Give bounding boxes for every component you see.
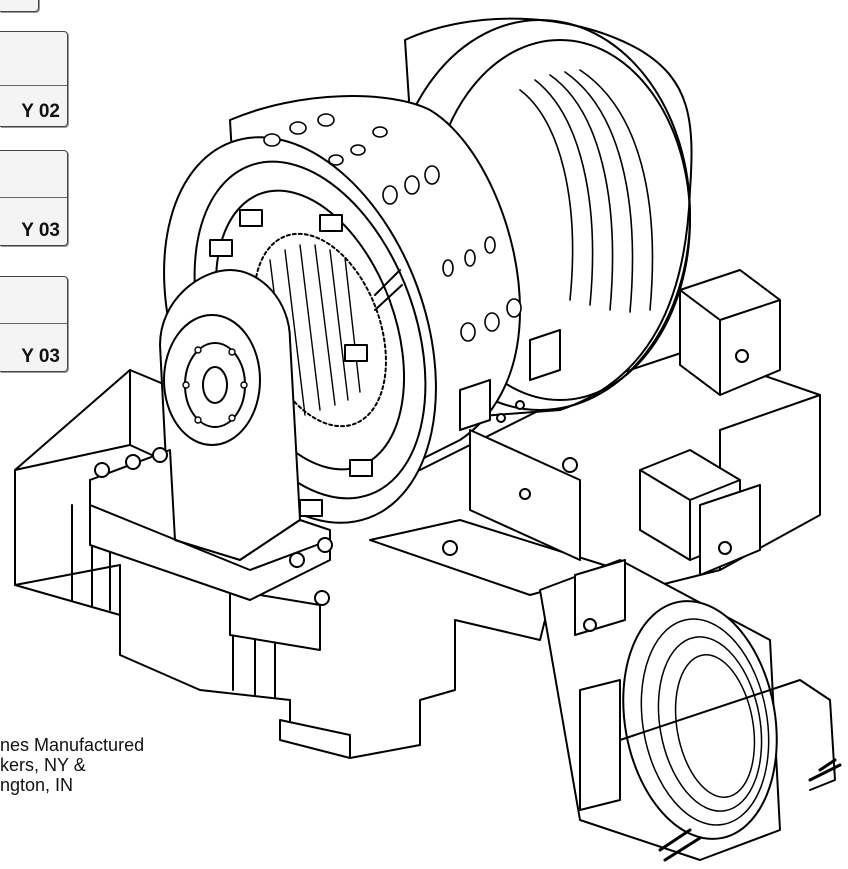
rear-pedestal	[639, 269, 781, 576]
caption-line-1: nes Manufactured	[0, 735, 145, 755]
side-support	[442, 329, 581, 561]
reference-tag-2: Y 03	[0, 150, 68, 246]
secondary-sheave	[539, 559, 842, 862]
tag-divider	[0, 197, 67, 198]
front-bearing-pedestal	[89, 269, 333, 606]
reference-tag-code: Y 03	[21, 220, 60, 241]
caption-line-2: kers, NY &	[0, 755, 86, 775]
housing-bolts	[263, 113, 522, 342]
caption-line-3: ngton, IN	[0, 775, 74, 795]
reference-tag-3: Y 03	[0, 276, 68, 372]
reference-tag-code: Y 03	[21, 346, 60, 367]
manufacturer-caption: nes Manufactured kers, NY & ngton, IN	[0, 735, 144, 795]
tag-divider	[0, 323, 67, 324]
reference-tag-top	[0, 0, 39, 12]
reference-tag-1: Y 02	[0, 31, 68, 127]
reference-tag-code: Y 02	[21, 101, 60, 122]
tag-divider	[0, 85, 67, 86]
